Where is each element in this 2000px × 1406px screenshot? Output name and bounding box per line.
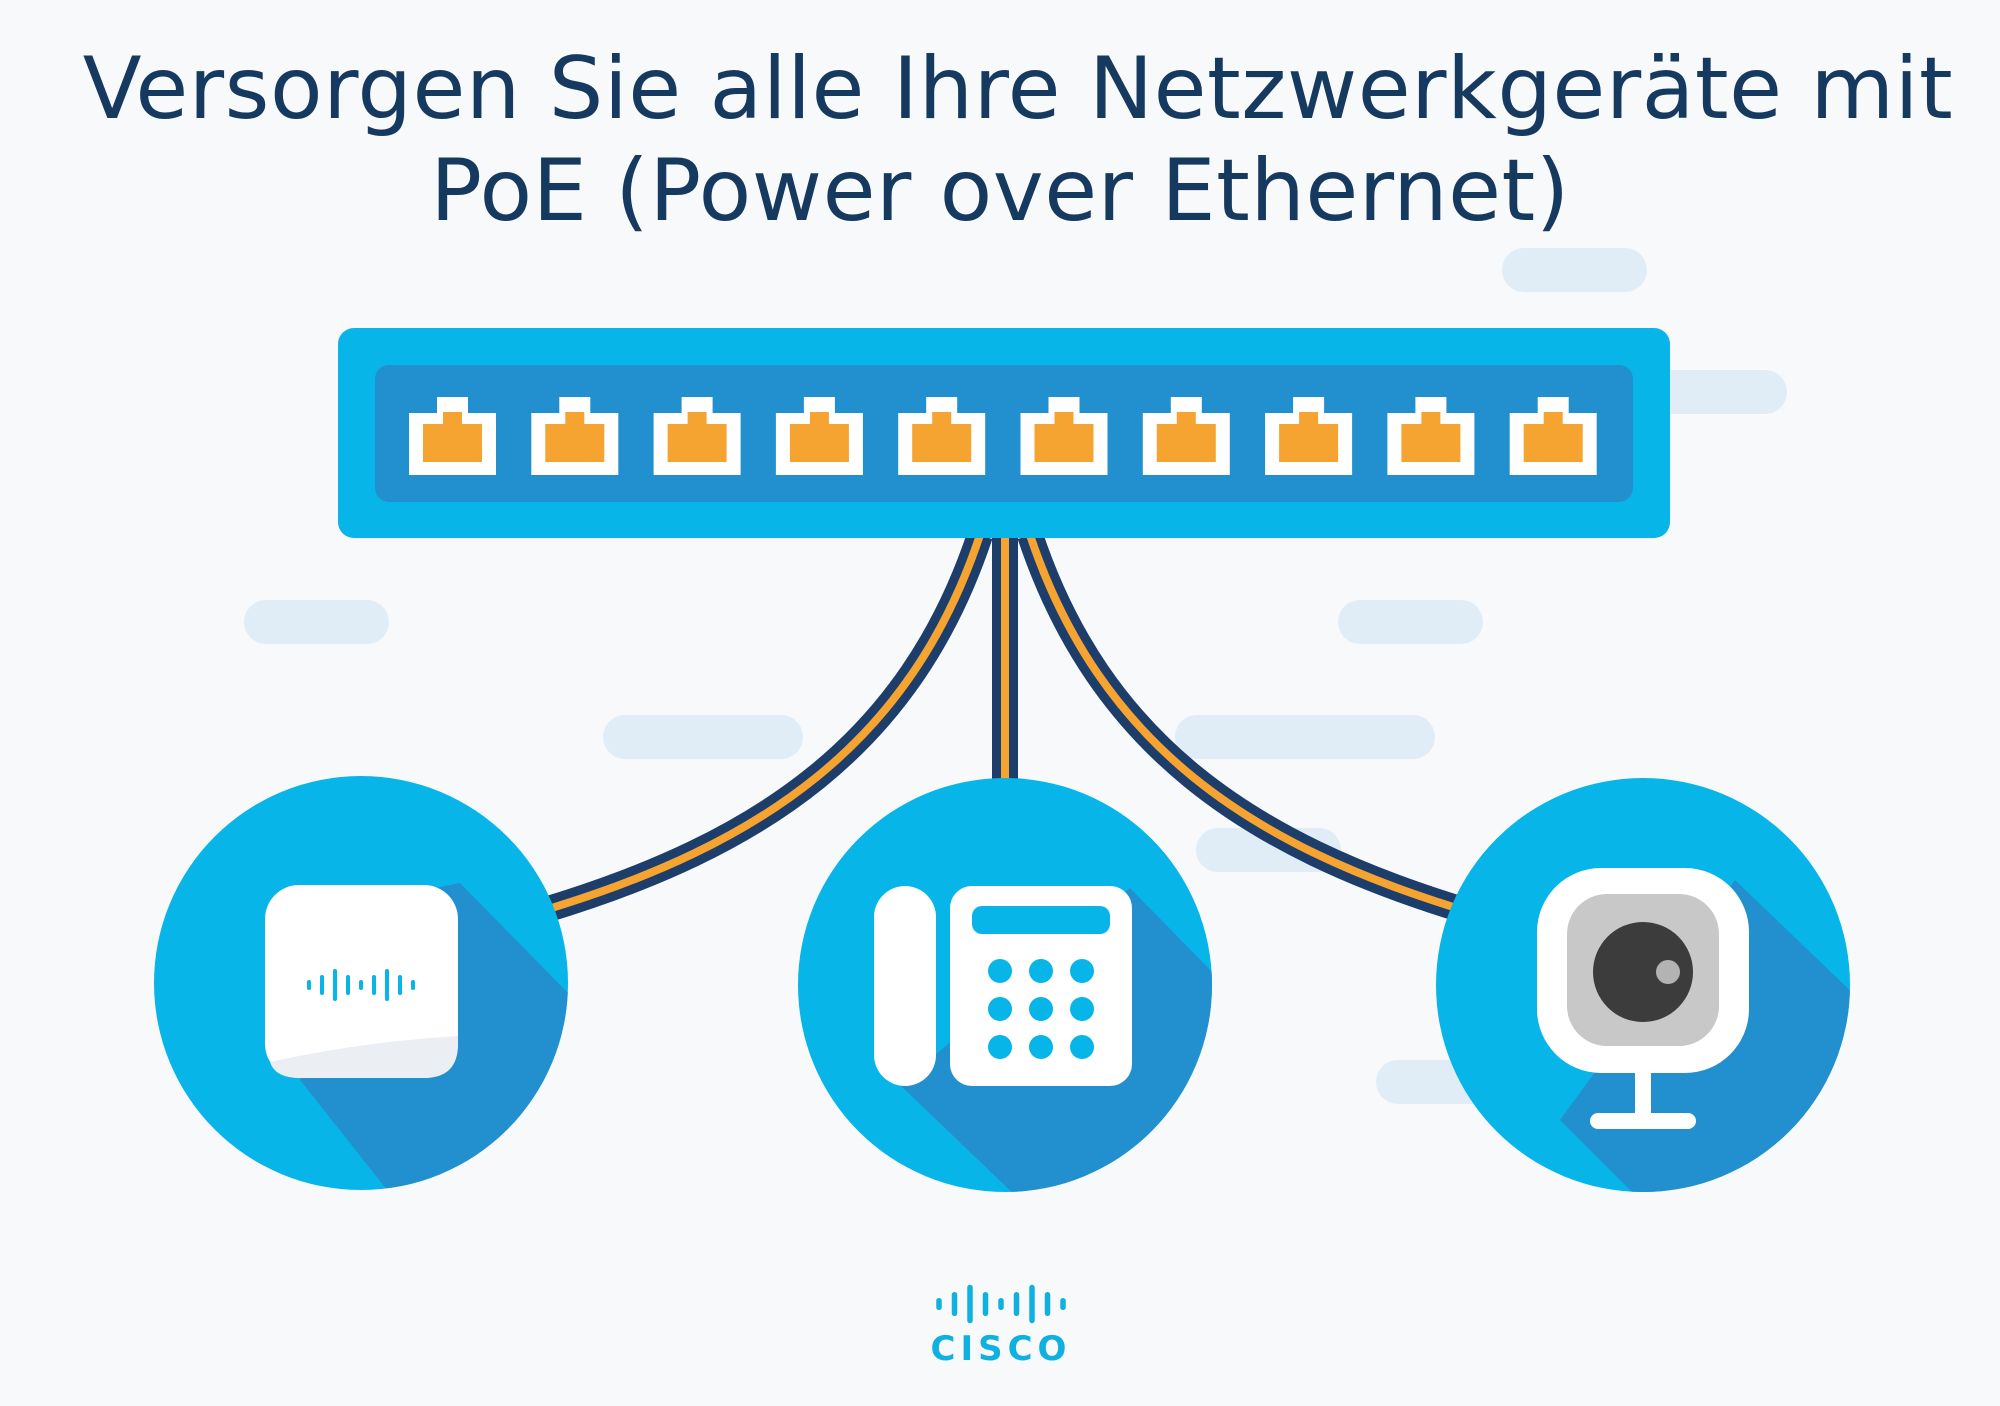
cisco-bars-logo-icon: [936, 1284, 1066, 1324]
keypad-key: [988, 959, 1012, 983]
cloud-shape: [1502, 248, 1647, 292]
camera-foot: [1590, 1113, 1696, 1129]
cable-to-access-point: [541, 530, 993, 923]
keypad-key: [988, 997, 1012, 1021]
keypad-key: [1029, 959, 1053, 983]
cisco-logo-bar: [1060, 1298, 1066, 1310]
ap-logo-bar: [320, 975, 324, 995]
cisco-logo-bar: [1013, 1292, 1020, 1316]
wireless-access-point-icon: [265, 885, 458, 1078]
phone-keypad: [988, 959, 1094, 1059]
ip-phone-icon: [874, 886, 1132, 1086]
ap-logo-bar: [346, 975, 350, 995]
headline-line-1: Versorgen Sie alle Ihre Netzwerkgeräte m…: [82, 39, 1954, 139]
camera-lens: [1593, 922, 1693, 1022]
cisco-bars-icon: [307, 969, 415, 1001]
cisco-logo-bar: [1029, 1284, 1035, 1324]
brand-wordmark: CISCO: [931, 1329, 1072, 1369]
network-switch-icon: [338, 328, 1670, 538]
device-ip-phone: [798, 778, 1212, 1192]
ap-logo-bar: [398, 975, 402, 995]
poe-cables: [541, 530, 1467, 923]
camera-lens-glint: [1656, 960, 1680, 984]
keypad-key: [1070, 1035, 1094, 1059]
switch-ports: [409, 397, 1597, 475]
rj45-port-icon: [409, 397, 496, 475]
cloud-shape: [1642, 370, 1787, 414]
ap-logo-bar: [372, 975, 376, 995]
keypad-key: [1029, 997, 1053, 1021]
rj45-port-icon: [1020, 397, 1108, 475]
cloud-shape: [603, 715, 803, 759]
cloud-shape: [1338, 600, 1483, 644]
rj45-port-icon: [1265, 397, 1353, 475]
ap-logo-bar: [307, 980, 311, 990]
cisco-logo-bar: [967, 1284, 973, 1324]
headline: Versorgen Sie alle Ihre Netzwerkgeräte m…: [0, 38, 2000, 242]
device-ip-camera: [1436, 778, 1850, 1192]
cable-to-ip-camera: [1017, 530, 1467, 923]
phone-display: [972, 906, 1110, 934]
keypad-key: [1029, 1035, 1053, 1059]
headline-line-2: PoE (Power over Ethernet): [430, 141, 1570, 241]
cisco-logo-bar: [998, 1298, 1004, 1310]
cloud-shape: [244, 600, 389, 644]
cisco-logo-bar: [1044, 1292, 1051, 1316]
cisco-logo-bar: [982, 1292, 989, 1316]
keypad-key: [1070, 959, 1094, 983]
cloud-shape: [1175, 715, 1435, 759]
device-access-point: [154, 776, 568, 1190]
rj45-port-icon: [1509, 397, 1597, 475]
cisco-logo: CISCO: [931, 1284, 1072, 1369]
camera-stand: [1635, 1073, 1651, 1117]
rj45-port-icon: [775, 397, 863, 475]
ap-logo-bar: [411, 980, 415, 990]
keypad-key: [988, 1035, 1012, 1059]
rj45-port-icon: [1387, 397, 1475, 475]
ap-logo-bar: [385, 969, 389, 1001]
rj45-port-icon: [653, 397, 741, 475]
rj45-port-icon: [898, 397, 986, 475]
ap-logo-bar: [359, 980, 363, 990]
ap-logo-bar: [333, 969, 337, 1001]
rj45-port-icon: [531, 397, 619, 475]
keypad-key: [1070, 997, 1094, 1021]
cisco-logo-bar: [936, 1298, 942, 1310]
ip-camera-icon: [1537, 868, 1749, 1129]
cisco-logo-bar: [951, 1292, 958, 1316]
phone-handset: [874, 886, 936, 1086]
rj45-port-icon: [1142, 397, 1230, 475]
